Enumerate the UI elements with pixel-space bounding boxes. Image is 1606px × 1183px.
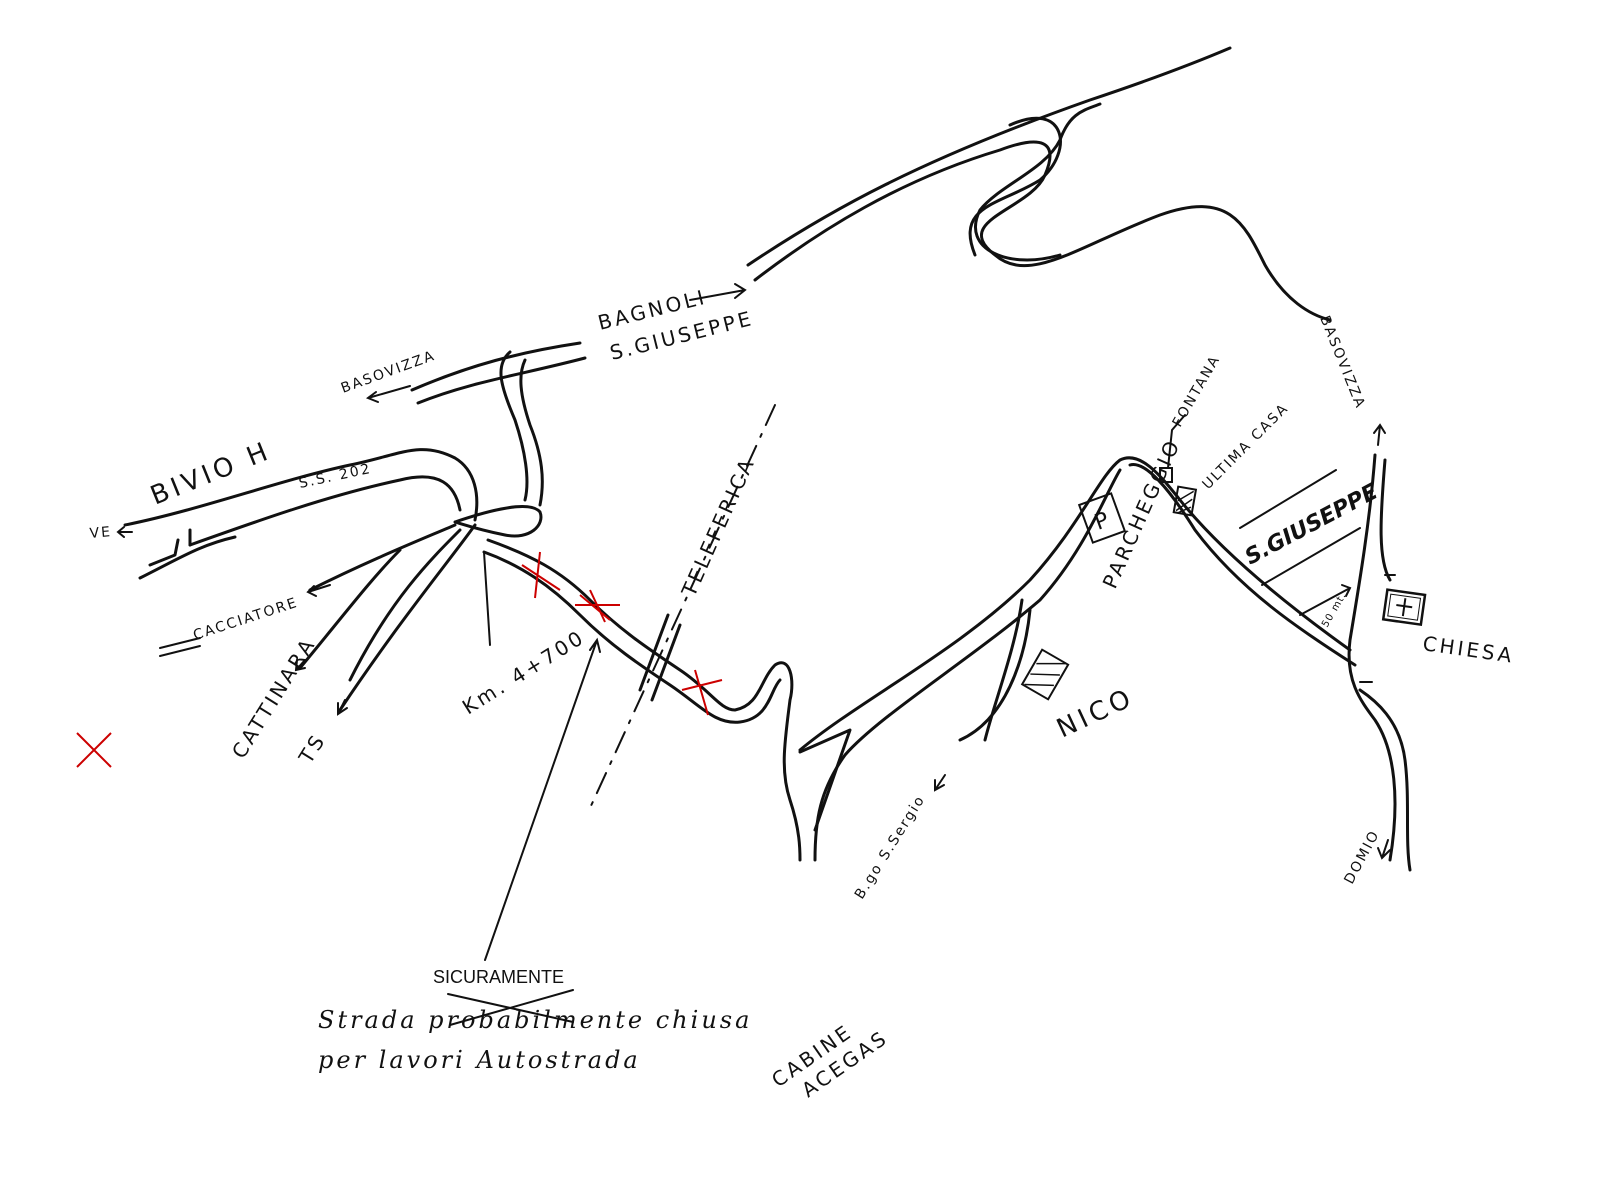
red-x-icon [521,551,561,599]
road-ss202-lower [138,475,462,580]
arrow-sergio [934,774,946,792]
label-basovizza-right: BASOVIZZA [1316,314,1368,412]
road-domio-stubs [1359,574,1396,683]
church-cross-icon [1381,588,1427,627]
road-junction-north-b [519,358,544,507]
pointer-km [483,551,491,646]
roads [123,46,1412,872]
parking-letter: P [1091,508,1112,536]
label-teleferica: TELEFERICA [676,453,759,601]
label-ve: VE [89,524,113,542]
road-sergio-b [958,608,1032,742]
note-line-1: Strada probabilmente chiusa [318,1006,752,1034]
arrow-bagnoli [689,283,747,301]
label-ultima-casa: ULTIMA CASA [1200,400,1293,493]
road-main-south [482,462,1357,862]
square-icon [1159,467,1173,483]
label-cacciatore: CACCIATORE [191,595,300,644]
label-domio: DOMIO [1341,827,1383,887]
label-nico: NICO [1052,683,1139,745]
road-ss202-upper [123,448,479,527]
road-main-north [486,456,1352,862]
road-sergio-a [983,598,1024,742]
label-fontana: FONTANA [1170,352,1224,430]
labels: BAGNOLI S.GIUSEPPE BASOVIZZA BIVIO H S.S… [89,285,1516,1102]
note-line-2: per lavori Autostrada [318,1046,641,1074]
arrow-basovizza-right [1373,423,1386,446]
arrow-ve [116,526,133,538]
arrow-ts [337,699,348,716]
arrow-basovizza-left [365,385,411,403]
label-ts: TS [293,729,330,769]
note-correction: SICURAMENTE [433,967,564,987]
arrow-cattinara [294,659,306,672]
road-bagnoli-upper-outer [968,116,1062,257]
label-chiesa: CHIESA [1421,631,1516,668]
hatched-building-icon [1172,485,1198,517]
strike-through [447,989,574,1026]
road-ts-inner [348,528,462,682]
distance-arrow [1299,584,1352,616]
red-x-icon [575,589,620,623]
pointer-fontana [1167,414,1186,469]
road-domio-east [1358,458,1412,872]
note-line-1-end: chiusa [645,1006,752,1034]
arrow-cacciatore [306,584,331,597]
label-parcheggio: PARCHEGGIO [1098,435,1186,592]
hatched-building-icon [1020,648,1070,701]
label-borgo-s-sergio: B.go S.Sergio [852,792,929,902]
red-x-icon [681,669,723,716]
closure-marks [76,551,723,768]
label-bivio-h: BIVIO H [146,436,275,511]
road-triangle [798,728,852,832]
road-bagnoli-upper-inner [973,102,1102,262]
road-cacciatore-stub [159,637,201,657]
arrow-domio [1377,839,1391,860]
road-cattinara [298,548,402,670]
note-line-1-start: Strada pro [318,1006,478,1034]
road-bivio-stub [148,528,192,567]
road-bagnoli-inner [416,140,1332,405]
label-basovizza-left: BASOVIZZA [339,348,438,397]
teleferica-bridge [638,613,682,702]
symbols: P [1020,467,1427,701]
road-ts [338,523,477,712]
teleferica-line [589,404,776,809]
red-x-icon [76,732,112,768]
arrow-km-pointer [484,637,601,961]
road-junction-loop [453,505,543,538]
label-km: Km. 4+700 [458,625,589,720]
closure-note: SICURAMENTE Strada probabilmente chiusa … [318,967,752,1074]
arrows [116,283,1391,961]
road-bagnoli-outer [410,46,1232,392]
road-cacciatore [308,523,457,592]
road-domio-west [1347,453,1397,862]
village-outline [1239,469,1361,586]
road-junction-north-a [499,350,529,502]
label-ss202: S.S. 202 [298,461,374,492]
